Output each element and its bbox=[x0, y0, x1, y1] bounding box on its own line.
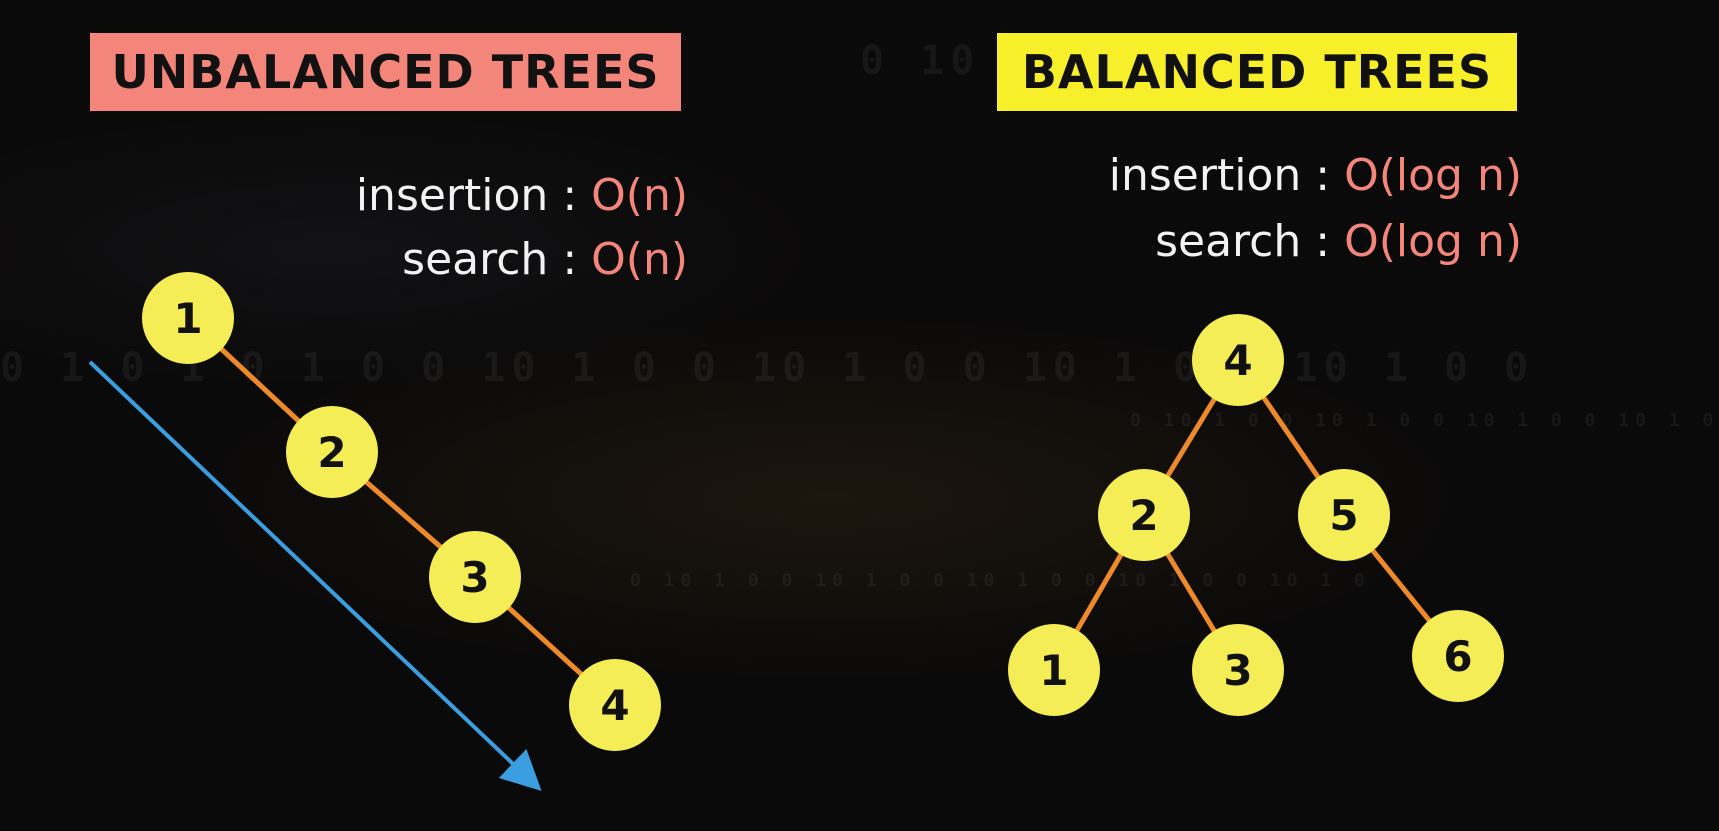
unbalanced-node-3 bbox=[429, 531, 521, 623]
balanced-insertion-complexity: insertion : O(log n) bbox=[1109, 148, 1522, 204]
balanced-node-label-1: 1 bbox=[1039, 646, 1068, 695]
balanced-node-label-3: 3 bbox=[1223, 646, 1252, 695]
metric-key: insertion bbox=[355, 170, 549, 221]
balanced-node-2 bbox=[1098, 469, 1190, 561]
balanced-node-label-5: 5 bbox=[1329, 491, 1358, 540]
metric-separator: : bbox=[1315, 216, 1331, 267]
metric-separator: : bbox=[562, 234, 578, 285]
balanced-search-complexity: search : O(log n) bbox=[1155, 214, 1522, 270]
unbalanced-insertion-complexity: insertion : O(n) bbox=[356, 168, 688, 224]
balanced-node-label-6: 6 bbox=[1443, 632, 1472, 681]
unbalanced-tree: 1 2 3 4 bbox=[88, 272, 661, 792]
balanced-node-6 bbox=[1412, 610, 1504, 702]
metric-separator: : bbox=[1315, 150, 1331, 201]
unbalanced-title: UNBALANCED TREES bbox=[90, 33, 681, 111]
unbalanced-node-label-3: 3 bbox=[460, 553, 489, 602]
balanced-node-label-4: 4 bbox=[1223, 336, 1252, 385]
balanced-node-1 bbox=[1008, 624, 1100, 716]
metric-key: insertion bbox=[1108, 150, 1302, 201]
balanced-node-5 bbox=[1298, 469, 1390, 561]
balanced-node-label-2: 2 bbox=[1129, 491, 1158, 540]
metric-separator: : bbox=[562, 170, 578, 221]
balanced-node-4 bbox=[1192, 314, 1284, 406]
metric-key: search bbox=[402, 234, 549, 285]
metric-value: O(n) bbox=[591, 234, 688, 285]
unbalanced-node-label-1: 1 bbox=[173, 294, 202, 343]
metric-key: search bbox=[1155, 216, 1302, 267]
unbalanced-node-2 bbox=[286, 406, 378, 498]
metric-value: O(log n) bbox=[1344, 150, 1522, 201]
unbalanced-node-label-4: 4 bbox=[600, 681, 629, 730]
unbalanced-node-label-2: 2 bbox=[317, 428, 346, 477]
balanced-tree: 4 2 5 1 3 6 bbox=[1008, 314, 1504, 716]
background-glow bbox=[0, 0, 1657, 831]
balanced-title: BALANCED TREES bbox=[997, 33, 1517, 111]
unbalanced-node-4 bbox=[569, 659, 661, 751]
unbalanced-search-complexity: search : O(n) bbox=[402, 232, 688, 288]
balanced-node-3 bbox=[1192, 624, 1284, 716]
unbalanced-node-1 bbox=[142, 272, 234, 364]
tree-diagrams: 1 2 3 4 4 2 5 1 3 6 bbox=[88, 272, 1504, 792]
metric-value: O(n) bbox=[591, 170, 688, 221]
metric-value: O(log n) bbox=[1344, 216, 1522, 267]
traversal-arrow bbox=[88, 360, 542, 792]
